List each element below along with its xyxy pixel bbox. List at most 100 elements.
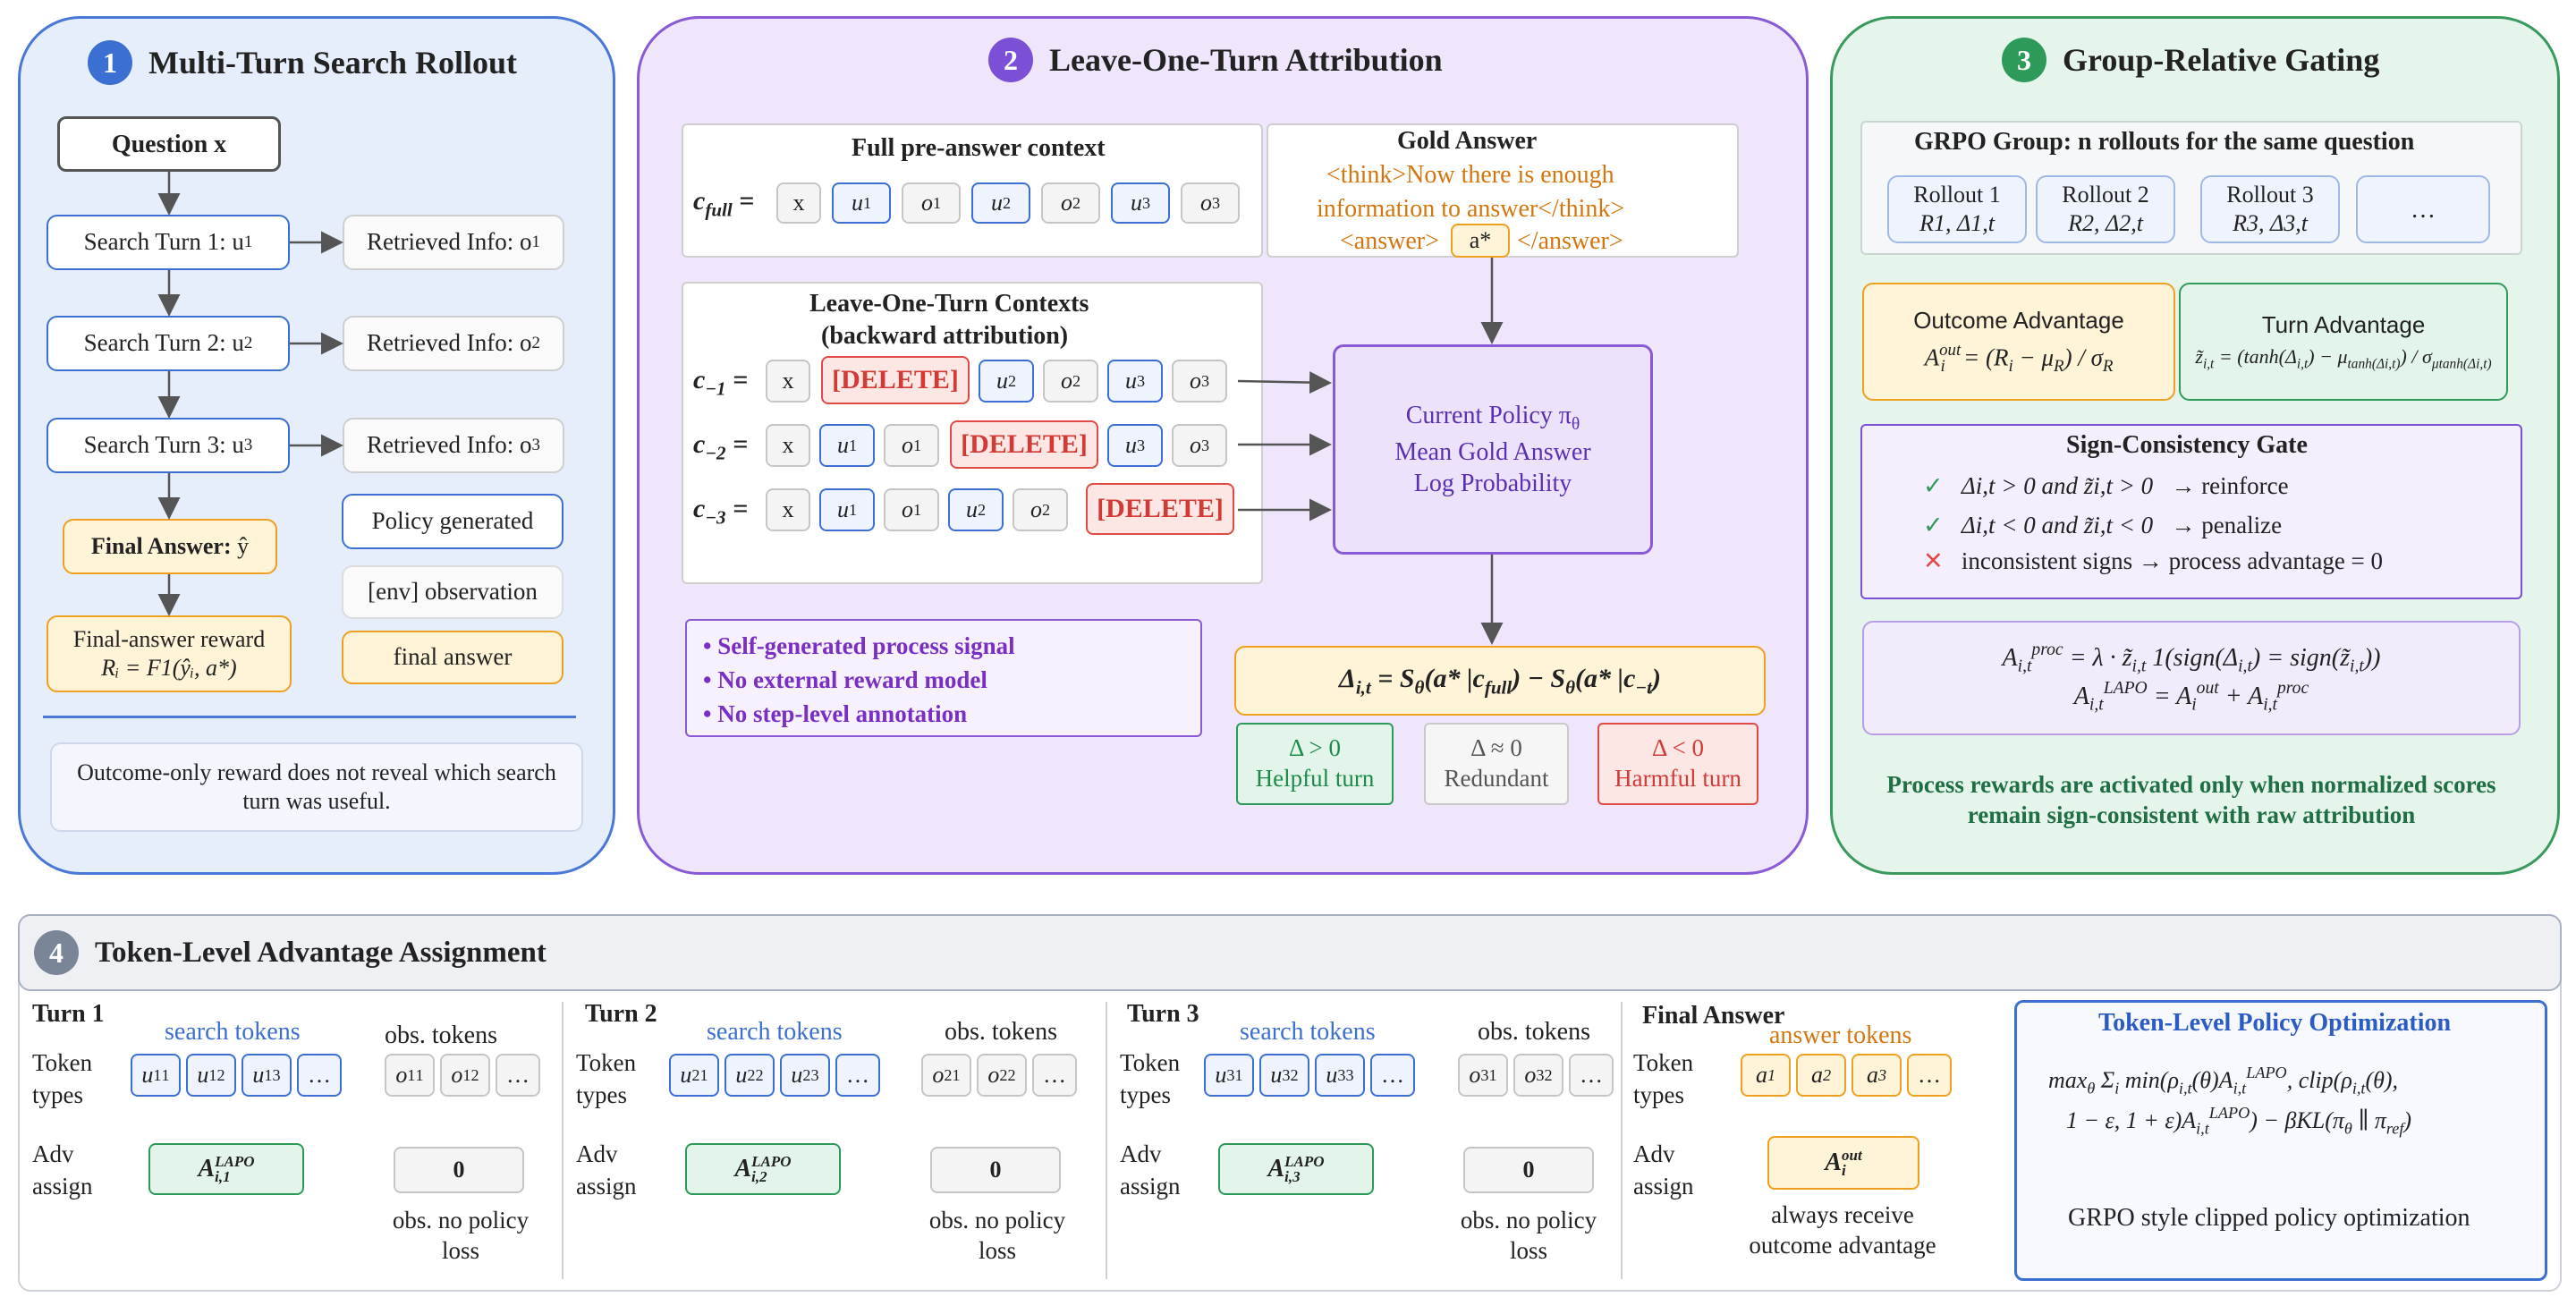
question-box: Question x	[57, 116, 281, 172]
turn3-search-label: search tokens	[1240, 1018, 1376, 1046]
panel4-header	[18, 914, 2562, 991]
final-answer-tokens-label: answer tokens	[1769, 1021, 1912, 1049]
step-1-badge: 1	[88, 40, 132, 85]
turn1-obs-label: obs. tokens	[385, 1021, 497, 1049]
turn2-obs-label: obs. tokens	[945, 1018, 1057, 1046]
arrow-loo1-policy	[1237, 371, 1332, 394]
turn2-more-token: …	[835, 1054, 880, 1097]
loo2-token-x: x	[766, 424, 810, 467]
process-advantage-box: Ai,tproc = λ · z̃i,t 1(sign(Δi,t) = sign…	[1862, 621, 2521, 735]
turn3-token-row-label: Token types	[1120, 1049, 1181, 1109]
turn3-title: Turn 3	[1127, 1000, 1199, 1028]
policy-optimization-caption: GRPO style clipped policy optimization	[2068, 1204, 2470, 1232]
legend-policy-generated: Policy generated	[342, 494, 564, 549]
gold-text-line3b: </answer>	[1517, 227, 1623, 255]
legend-env-observation: [env] observation	[342, 565, 564, 619]
divider-1	[562, 1002, 564, 1279]
process-signal-box: • Self-generated process signal • No ext…	[685, 619, 1202, 737]
turn1-search-label: search tokens	[165, 1018, 301, 1046]
divider-2	[1106, 1002, 1107, 1279]
policy-optimization-box	[2014, 1000, 2547, 1281]
check-icon: ✓	[1923, 512, 1944, 538]
gold-answer-token: a*	[1451, 224, 1510, 258]
turn1-obs-adv: 0	[394, 1147, 524, 1193]
final-title: Final Answer	[1642, 1002, 1785, 1030]
turn1-token-row-label: Token types	[32, 1049, 93, 1109]
current-policy-box: Current Policy πθ Mean Gold Answer Log P…	[1333, 344, 1653, 555]
final-token-row-label: Token types	[1633, 1049, 1694, 1109]
step-3-badge: 3	[2002, 38, 2046, 82]
turn3-obs-adv: 0	[1463, 1147, 1594, 1193]
panel1-title: 1 Multi-Turn Search Rollout	[88, 40, 517, 85]
turn2-title: Turn 2	[585, 1000, 657, 1028]
turn3-adv-row-label: Adv assign	[1120, 1140, 1181, 1200]
loo1-token-x: x	[766, 360, 810, 403]
grpo-group-title: GRPO Group: n rollouts for the same ques…	[1914, 128, 2415, 156]
legend-final-answer: final answer	[342, 631, 564, 684]
c-minus-3-label: c−3 =	[693, 494, 749, 529]
loo2-delete: [DELETE]	[950, 420, 1098, 469]
rollout-more-box: …	[2356, 175, 2490, 243]
gate-title: Sign-Consistency Gate	[2066, 431, 2308, 459]
turn2-token-row-label: Token types	[576, 1049, 637, 1109]
sign-consistency-gate-box	[1860, 424, 2522, 599]
loo3-delete: [DELETE]	[1086, 483, 1234, 535]
panel3-title: 3 Group-Relative Gating	[2002, 38, 2379, 82]
gold-text-line3a: <answer>	[1340, 227, 1439, 255]
loo1-delete: [DELETE]	[821, 356, 970, 404]
full-context-title: Full pre-answer context	[852, 134, 1106, 162]
check-icon: ✓	[1923, 472, 1944, 499]
outcome-only-note: Outcome-only reward does not reveal whic…	[50, 742, 583, 832]
turn1-omore-token: …	[496, 1054, 540, 1097]
turn3-obs-note: obs. no policy loss	[1460, 1207, 1597, 1264]
loo-subtitle: (backward attribution)	[821, 322, 1069, 350]
turn2-adv-row-label: Adv assign	[576, 1140, 637, 1200]
c-full-label: cfull =	[693, 186, 755, 221]
c-minus-2-label: c−2 =	[693, 429, 749, 464]
step-2-badge: 2	[988, 38, 1033, 82]
loo-title: Leave-One-Turn Contexts	[809, 290, 1089, 318]
turn1-adv-row-label: Adv assign	[32, 1140, 93, 1200]
turn3-obs-label: obs. tokens	[1478, 1018, 1590, 1046]
panel2-title: 2 Leave-One-Turn Attribution	[988, 38, 1443, 82]
final-more-token: …	[1907, 1054, 1952, 1097]
final-note: always receive outcome advantage	[1749, 1201, 1936, 1259]
signal-1: • Self-generated process signal	[703, 632, 1015, 659]
turn3-omore-token: …	[1569, 1054, 1614, 1097]
